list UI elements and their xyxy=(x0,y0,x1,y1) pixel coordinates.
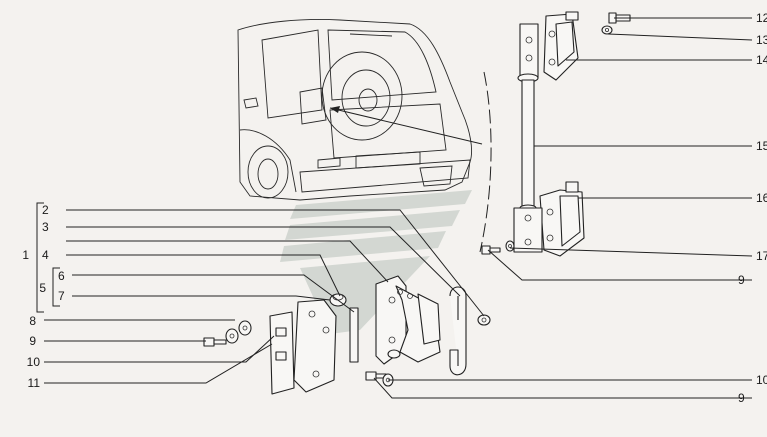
hinge-pin xyxy=(349,307,359,363)
callout-12: 12 xyxy=(756,11,767,25)
separation-arc xyxy=(479,71,492,253)
left-washer xyxy=(225,328,239,344)
small-nut xyxy=(477,314,491,326)
lower-hinge-bracket xyxy=(513,181,585,257)
hinge-plate xyxy=(293,299,337,393)
callout-9-bottom: 9 xyxy=(738,391,745,405)
left-bolt xyxy=(203,337,227,347)
upper-washer xyxy=(601,25,613,35)
callout-10-right: 10 xyxy=(756,373,767,387)
spring-clip xyxy=(449,286,467,376)
callout-1: 1 xyxy=(22,248,29,262)
leader-lines xyxy=(44,17,753,399)
callout-9-right: 9 xyxy=(738,273,745,287)
callout-16: 16 xyxy=(756,191,767,205)
group-bracket-5 xyxy=(52,267,60,307)
callout-17: 17 xyxy=(756,249,767,263)
callout-2: 2 xyxy=(42,203,49,217)
callout-9-left: 9 xyxy=(29,334,36,348)
callout-arrow xyxy=(329,106,483,145)
pivot-rod xyxy=(517,23,539,212)
left-washer-large xyxy=(238,320,252,336)
callout-5: 5 xyxy=(39,281,46,295)
callout-7: 7 xyxy=(58,289,65,303)
callout-11: 11 xyxy=(28,376,41,390)
callout-3: 3 xyxy=(42,220,49,234)
callout-10-left: 10 xyxy=(27,355,41,369)
callout-4: 4 xyxy=(42,248,49,262)
group-bracket-1 xyxy=(36,202,44,313)
car-rear-view xyxy=(237,19,473,201)
callout-15: 15 xyxy=(756,139,767,153)
callout-8: 8 xyxy=(29,314,36,328)
callout-numbers: 1 2 3 4 5 6 7 8 9 10 11 12 13 14 15 16 1… xyxy=(22,11,767,405)
door-hinge-assembly xyxy=(375,275,441,365)
callout-14: 14 xyxy=(756,53,767,67)
right-bolt xyxy=(481,245,501,255)
callout-6: 6 xyxy=(58,269,65,283)
right-washer xyxy=(505,240,515,252)
callout-13: 13 xyxy=(756,33,767,47)
upper-hinge-bracket xyxy=(543,11,579,81)
shim-plate xyxy=(269,311,295,395)
